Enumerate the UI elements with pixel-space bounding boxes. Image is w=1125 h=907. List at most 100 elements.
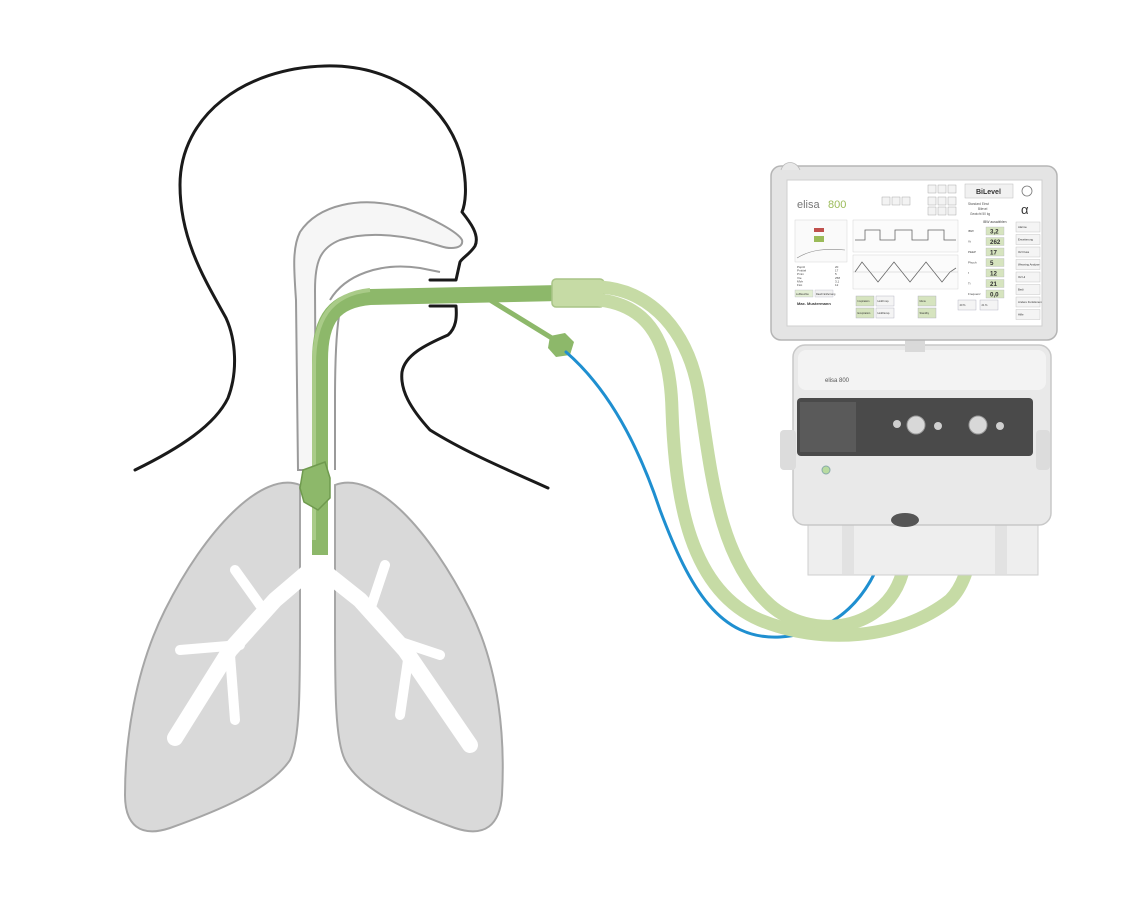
toolbar-icon-10[interactable] [927, 206, 937, 216]
left-list-label: Pmittel [797, 269, 807, 273]
left-list-label: Pmin [797, 272, 804, 276]
toolbar-icon-6[interactable] [947, 184, 957, 194]
side-button[interactable] [1015, 246, 1041, 258]
left-list-value: 12 [835, 283, 839, 287]
pressure-waveform [855, 229, 956, 241]
reading-value-box[interactable] [985, 247, 1005, 257]
bottom-button-label: Standby [920, 311, 930, 315]
reading-label: IBW [968, 229, 974, 233]
side-button[interactable] [1015, 296, 1041, 308]
reading-value: 17 [990, 250, 997, 257]
left-list-value: 5 [835, 272, 837, 276]
smoke-removal-button[interactable] [814, 289, 834, 298]
reading-label: Vt [968, 240, 971, 244]
bottom-button-label: Exspiration [858, 311, 871, 315]
bottom-button[interactable] [875, 295, 895, 307]
bottom-button[interactable] [957, 299, 977, 311]
ventilator: elisa 800 elisa 800 BiLevel Standard Ein… [770, 162, 1058, 576]
toolbar-icon-4[interactable] [927, 184, 937, 194]
bottom-button[interactable] [875, 307, 895, 319]
model-text: 800 [828, 199, 846, 211]
side-button[interactable] [1015, 221, 1041, 233]
mode-sub-b: Bilevel [978, 207, 988, 211]
left-list-label: Ftot [797, 283, 802, 287]
bottom-button[interactable] [979, 299, 999, 311]
side-button[interactable] [1015, 284, 1041, 295]
reading-value-box[interactable] [985, 279, 1005, 288]
bottom-button-label: Menu [920, 299, 927, 303]
stand-post-right [995, 518, 1007, 574]
bottom-button[interactable] [855, 295, 875, 307]
monitor-handle [780, 162, 801, 171]
bottom-button-label: Inspiration [858, 299, 871, 303]
side-button-label: Alarme [1018, 225, 1027, 229]
jaw-line [400, 304, 550, 490]
bottom-button[interactable] [855, 307, 875, 319]
toolbar-icon-3[interactable] [901, 196, 911, 206]
device-top [798, 350, 1046, 390]
alarm-bell-icon [1021, 185, 1033, 197]
bottom-button-label: 40 % [960, 303, 967, 307]
toolbar-icon-2[interactable] [891, 196, 901, 206]
side-button-label: Erweiterung [1018, 238, 1033, 242]
reading-value: 3,2 [990, 229, 999, 236]
inspiratory-port [906, 415, 926, 435]
bottom-button-label: 21 % [982, 303, 989, 307]
humidity-button[interactable] [794, 289, 814, 298]
reading-value-box[interactable] [985, 289, 1005, 299]
pressure-waveform-box [852, 219, 959, 253]
tube-body [312, 285, 561, 555]
toolbar-icon-7[interactable] [927, 196, 937, 206]
stand-post-left [842, 518, 854, 574]
values-header: IBW auswählen [983, 220, 1007, 224]
reading-value-box[interactable] [985, 226, 1005, 236]
toolbar-icon-9[interactable] [947, 196, 957, 206]
reading-value: 5 [990, 260, 994, 267]
reading-value-box[interactable] [985, 258, 1005, 267]
left-list-label: Vte [797, 276, 802, 280]
brand-text: elisa [797, 199, 821, 211]
toolbar-icon-5[interactable] [937, 184, 947, 194]
nasal-cavity [293, 201, 464, 471]
toolbar-icon-1[interactable] [881, 196, 891, 206]
toolbar-icon-8[interactable] [937, 196, 947, 206]
side-button[interactable] [1015, 309, 1041, 320]
mode-sub-a: Standard Einst [968, 202, 989, 206]
side-button[interactable] [1015, 259, 1041, 270]
left-list-value: 258 [835, 276, 840, 280]
left-list-value: 20 [835, 265, 839, 269]
sensor-connector [548, 333, 574, 357]
bottom-button[interactable] [917, 307, 937, 319]
bottom-button-label: Hold Insp. [878, 299, 890, 303]
side-button-label: Hilfe [1018, 313, 1024, 317]
smoke-removal-button-label: Rauch Entfernung [816, 293, 836, 296]
expiratory-port [968, 415, 988, 435]
reading-value: 21 [990, 281, 997, 288]
side-button[interactable] [1015, 234, 1041, 245]
endotracheal-tube [299, 278, 605, 555]
flow-waveform [854, 261, 957, 283]
toolbar-icon-11[interactable] [937, 206, 947, 216]
bottom-button-label: Hold Exsp. [878, 311, 891, 315]
mini-indicator-green [814, 236, 824, 242]
handle-left [780, 430, 796, 470]
handle-right [1036, 430, 1050, 470]
patient-label: Max. Mustermann [797, 301, 831, 306]
side-button[interactable] [1015, 271, 1041, 283]
toolbar-icon-12[interactable] [947, 206, 957, 216]
aux-port-right [996, 422, 1004, 430]
head-profile-line [133, 64, 478, 472]
sensor-port [893, 420, 901, 428]
mode-sub-c: Gewicht 50 kg [970, 212, 990, 216]
oral-cavity-outline [329, 265, 441, 301]
bottom-button[interactable] [917, 295, 937, 307]
alpha-icon: α [1021, 202, 1029, 217]
left-list-label: Pspitz [797, 265, 806, 269]
reading-value-box[interactable] [985, 268, 1005, 278]
tube-highlight [312, 288, 371, 540]
waveform-panel [852, 219, 959, 290]
left-list-value: 17 [835, 269, 839, 273]
reading-value-box[interactable] [985, 237, 1005, 246]
